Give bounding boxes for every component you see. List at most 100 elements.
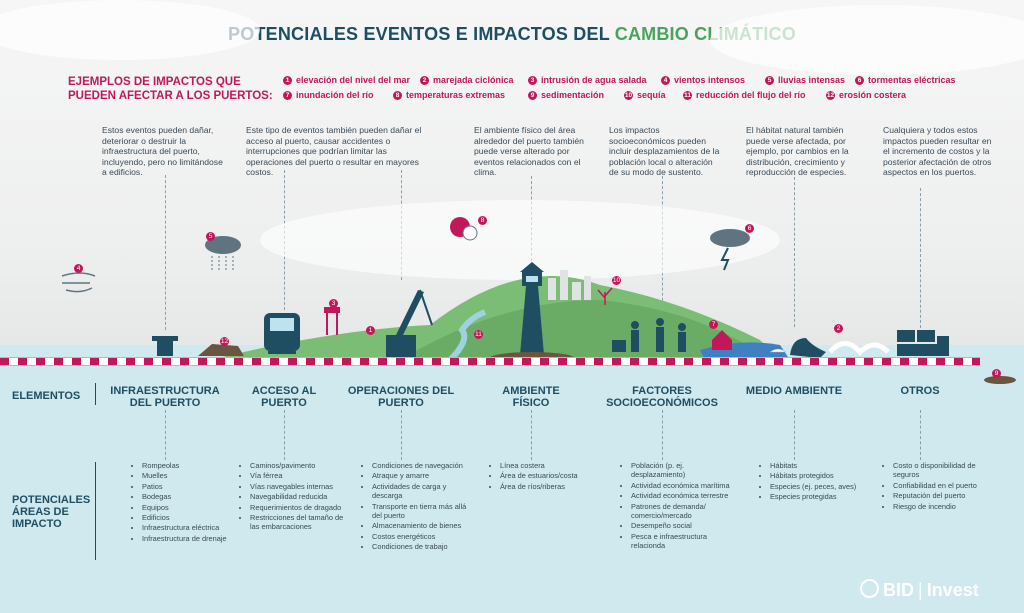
impact-number-7: 7 — [709, 320, 718, 329]
list-item: Reputación del puerto — [893, 491, 988, 500]
list-item: Condiciones de trabajo — [372, 542, 467, 551]
impact-number-12: 12 — [220, 337, 229, 346]
list-item: Hábitats — [770, 461, 860, 470]
list-item: Área de ríos/riberas — [500, 482, 605, 491]
list-item: Confiabilidad en el puerto — [893, 481, 988, 490]
connector-line — [165, 410, 166, 460]
cloud-shape — [260, 200, 780, 280]
connector-line — [284, 410, 285, 460]
bird-icon — [769, 348, 787, 353]
list-item: Patrones de demanda/ comercio/mercado — [631, 502, 731, 521]
list-item: Almacenamiento de bienes — [372, 521, 467, 530]
storm-cloud-icon — [710, 229, 750, 247]
list-item: Línea costera — [500, 461, 605, 470]
connector-line — [920, 188, 921, 328]
storm-surge-icon — [828, 341, 890, 356]
category-acceso: ACCESO AL PUERTO — [251, 385, 317, 409]
row-label-elements: ELEMENTOS — [12, 390, 81, 402]
list-item: Actividad económica marítima — [631, 481, 731, 490]
list-item: Infraestructura de drenaje — [142, 534, 227, 543]
city-skyline — [548, 270, 591, 300]
sediment-pile-icon — [984, 376, 1016, 384]
impact-list-acceso: Caminos/pavimento Vía férrea Vías navega… — [240, 461, 345, 533]
saltwater-tower-icon — [324, 307, 340, 313]
impact-number-4: 4 — [74, 264, 83, 273]
list-item: Costo o disponibilidad de seguros — [893, 461, 988, 480]
category-operaciones: OPERACIONES DEL PUERTO — [347, 385, 455, 409]
logo-globe-icon — [860, 579, 879, 598]
row-label-impact-areas: POTENCIALES ÁREAS DE IMPACTO — [12, 494, 91, 530]
list-item: Restricciones del tamaño de las embarcac… — [250, 513, 345, 532]
connector-line — [662, 410, 663, 460]
cloud-shape — [710, 5, 1024, 75]
connector-line — [794, 410, 795, 460]
list-item: Edificios — [142, 513, 227, 522]
list-item: Atraque y amarre — [372, 471, 467, 480]
examples-label: EJEMPLOS DE IMPACTOS QUE PUEDEN AFECTAR … — [68, 76, 273, 102]
seal-icon — [790, 338, 826, 358]
category-otros: OTROS — [900, 385, 940, 397]
impact-number-1: 1 — [366, 326, 375, 335]
list-item: Actividades de carga y descarga — [372, 482, 467, 501]
description-infraestructura: Estos eventos pueden dañar, deteriorar o… — [102, 125, 223, 178]
connector-line — [401, 410, 402, 460]
drought-tree-icon — [597, 287, 613, 305]
green-hill-shade — [400, 300, 770, 360]
impact-number-11: 11 — [474, 330, 483, 339]
impact-number-9: 9 — [992, 369, 1001, 378]
list-item: Vía férrea — [250, 471, 345, 480]
list-item: Patios — [142, 482, 227, 491]
description-otros: Cualquiera y todos estos impactos pueden… — [883, 125, 992, 178]
description-medio-ambiente: El hábitat natural también puede verse a… — [746, 125, 849, 178]
description-ambiente: El ambiente físico del área alrededor de… — [474, 125, 584, 178]
list-item: Condiciones de navegación — [372, 461, 467, 470]
impact-number-8: 8 — [478, 216, 487, 225]
list-item: Desempeño social — [631, 521, 731, 530]
list-item: Hábitats protegidos — [770, 471, 860, 480]
sea-background — [0, 345, 1024, 613]
bid-invest-logo: BID|Invest — [860, 579, 979, 601]
impact-number-2: 2 — [834, 324, 843, 333]
impact-list-medio-ambiente: Hábitats Hábitats protegidos Especies (e… — [760, 461, 860, 503]
river — [447, 309, 487, 363]
list-item: Caminos/pavimento — [250, 461, 345, 470]
category-socioeconomicos: FACTORES SOCIOECONÓMICOS — [606, 385, 718, 409]
impact-list-socioeconomicos: Población (p. ej. desplazamiento) Activi… — [621, 461, 731, 552]
impact-list-ambiente: Línea costera Área de estuarios/costa Ár… — [490, 461, 605, 492]
list-item: Especies (ej. peces, aves) — [770, 482, 860, 491]
connector-line — [794, 177, 795, 327]
category-medio-ambiente: MEDIO AMBIENTE — [745, 385, 843, 397]
list-item: Transporte en tierra más allá del puerto — [372, 502, 467, 521]
connector-line — [165, 175, 166, 330]
containers-icon — [897, 330, 949, 356]
rain-cloud-icon — [205, 236, 241, 254]
impact-list-operaciones: Condiciones de navegación Atraque y amar… — [362, 461, 467, 553]
list-item: Población (p. ej. desplazamiento) — [631, 461, 731, 480]
connector-line — [920, 410, 921, 460]
description-socioeconomicos: Los impactos socioeconómicos pueden incl… — [609, 125, 720, 178]
row-divider — [95, 383, 96, 405]
list-item: Área de estuarios/costa — [500, 471, 605, 480]
description-acceso: Este tipo de eventos también pueden daña… — [246, 125, 422, 178]
wind-icon — [61, 272, 96, 293]
list-item: Equipos — [142, 503, 227, 512]
list-item: Vías navegables internas — [250, 482, 345, 491]
flooded-house-icon — [712, 330, 732, 350]
impact-list-otros: Costo o disponibilidad de seguros Confia… — [883, 461, 988, 512]
list-item: Rompeolas — [142, 461, 227, 470]
impact-number-5: 5 — [206, 232, 215, 241]
cloud-shape — [0, 0, 260, 60]
lighthouse-icon — [520, 286, 544, 355]
list-item: Pesca e infraestructura relacionda — [631, 532, 731, 551]
impact-number-3: 3 — [329, 299, 338, 308]
list-item: Bodegas — [142, 492, 227, 501]
list-item: Requerimientos de dragado — [250, 503, 345, 512]
